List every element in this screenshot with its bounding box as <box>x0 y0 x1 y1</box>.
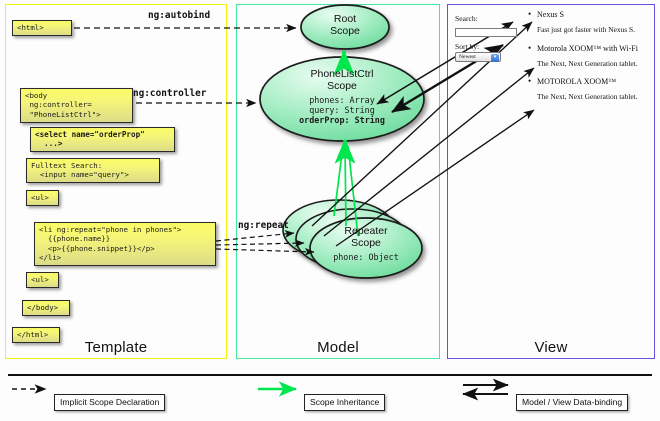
code-block-html-close: </html> <box>12 327 60 343</box>
search-label: Search: <box>455 14 478 23</box>
code-block-ul-open: <ul> <box>26 190 59 206</box>
phone-list: Nexus S Fast just got faster with Nexus … <box>527 9 651 111</box>
edge-label-ng-repeat: ng:repeat <box>238 220 289 231</box>
legend-label: Model / View Data-binding <box>516 393 629 411</box>
phone-name: Nexus S <box>527 9 651 19</box>
code-block-ul-close: <ul> <box>26 272 59 288</box>
code-block-html-open: <html> <box>12 20 72 36</box>
phone-snippet: The Next, Next Generation tablet. <box>537 92 638 101</box>
legend-item-implicit-scope-declaration: Implicit Scope Declaration <box>54 392 166 411</box>
code-block-body-close: </body> <box>22 300 70 316</box>
list-item[interactable]: Motorola XOOM™ with Wi-Fi The Next, Next… <box>527 43 651 68</box>
column-label-model: Model <box>317 339 359 356</box>
phone-snippet: Fast just got faster with Nexus S. <box>537 25 635 34</box>
view-search-form: Search: Sort by: Newest ▾ <box>455 14 525 62</box>
legend-item-scope-inheritance: Scope Inheritance <box>304 392 386 411</box>
phone-name: MOTOROLA XOOM™ <box>527 76 651 86</box>
code-block-li-repeat: <li ng:repeat="phone in phones"> {{phone… <box>34 222 216 267</box>
list-item[interactable]: MOTOROLA XOOM™ The Next, Next Generation… <box>527 76 651 101</box>
search-input[interactable] <box>455 28 517 37</box>
legend-label: Scope Inheritance <box>304 393 386 411</box>
chevron-down-icon: ▾ <box>491 54 499 62</box>
code-block-body-open: <body ng:controller= "PhoneListCtrl"> <box>20 88 133 123</box>
edge-label-ng-autobind: ng:autobind <box>148 10 211 21</box>
column-label-template: Template <box>84 339 148 356</box>
sort-by-select[interactable]: Newest ▾ <box>455 52 501 62</box>
phone-snippet: The Next, Next Generation tablet. <box>537 58 638 68</box>
code-block-fulltext-search: Fulltext Search: <input name="query"> <box>26 158 160 184</box>
legend-item-model-view-data-binding: Model / View Data-binding <box>516 392 629 411</box>
phone-name: Motorola XOOM™ with Wi-Fi <box>527 43 651 53</box>
legend-label: Implicit Scope Declaration <box>54 393 166 411</box>
code-block-select: <select name="orderProp" ...> <box>30 127 175 153</box>
legend-divider <box>8 374 652 377</box>
column-model: Model <box>236 4 440 359</box>
edge-label-ng-controller: ng:controller <box>133 88 207 99</box>
list-item[interactable]: Nexus S Fast just got faster with Nexus … <box>527 9 651 34</box>
column-label-view: View <box>534 339 568 356</box>
legend: Implicit Scope Declaration Scope Inherit… <box>0 372 660 421</box>
sort-by-label: Sort by: <box>455 42 480 51</box>
sort-by-selected-value: Newest <box>459 54 476 61</box>
